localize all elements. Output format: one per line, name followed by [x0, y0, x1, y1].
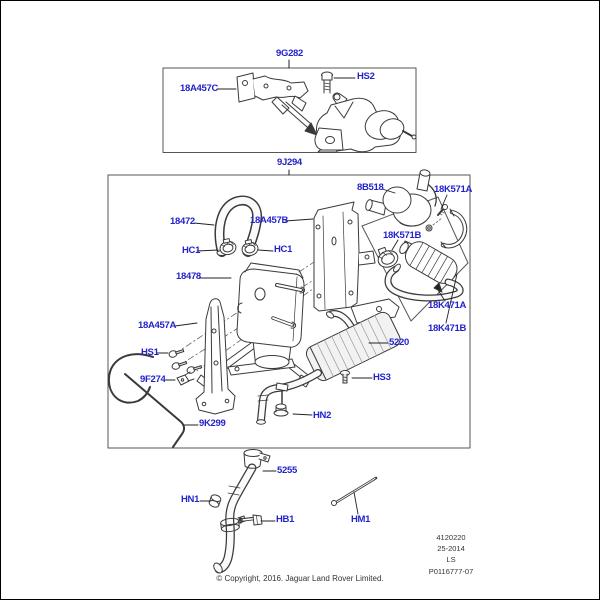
part-label-hs1[interactable]: HS1: [141, 347, 159, 358]
bolt-hs2-art: [321, 71, 333, 94]
part-label-hs2[interactable]: HS2: [357, 71, 375, 82]
part-label-5220[interactable]: 5220: [389, 337, 409, 348]
auxiliary-heater-pump-art: [314, 92, 417, 153]
part-label-hn2[interactable]: HN2: [313, 410, 332, 421]
part-label-8b518[interactable]: 8B518: [357, 182, 384, 193]
part-label-18a457a[interactable]: 18A457A: [138, 320, 177, 331]
hose-18k471a-art: [384, 240, 464, 302]
part-label-hc1[interactable]: HC1: [182, 245, 201, 256]
part-label-9k299[interactable]: 9K299: [199, 418, 226, 429]
part-label-hm1[interactable]: HM1: [351, 514, 371, 525]
nut-hn2-art: [273, 403, 289, 417]
clamp-hc1-left-art: [219, 238, 237, 256]
part-label-18a457b[interactable]: 18A457B: [250, 215, 289, 226]
bracket-18a457a-art: [195, 298, 236, 415]
clamp-18k571a-art: [437, 204, 468, 249]
screws-hs1-art: [168, 349, 203, 374]
part-label-hb1[interactable]: HB1: [276, 514, 295, 525]
stud-hm1-art: [331, 476, 378, 506]
main-assembly-box: [107, 169, 471, 449]
leader-lines: [156, 77, 458, 522]
drawing-number: 4120220: [436, 533, 466, 542]
bracket-18a457c-art: [236, 72, 309, 115]
part-label-hn1[interactable]: HN1: [181, 494, 200, 505]
part-label-hc1[interactable]: HC1: [274, 244, 293, 255]
part-label-hs3[interactable]: HS3: [373, 372, 391, 383]
part-label-5255[interactable]: 5255: [277, 465, 297, 476]
muffler-5220-art: [256, 310, 401, 425]
filler-pipe-5255-art: [213, 449, 271, 574]
heater-18478-art: [236, 262, 306, 369]
drawing-date: 25-2014: [437, 544, 465, 554]
part-label-18k471a[interactable]: 18K471A: [428, 300, 467, 311]
drawing-plate-id: P0116777-07: [428, 566, 474, 576]
install-direction-arrow: [281, 101, 318, 136]
part-label-18k571b[interactable]: 18K571B: [383, 230, 422, 241]
part-label-9j294[interactable]: 9J294: [277, 157, 302, 168]
part-label-18472[interactable]: 18472: [170, 216, 195, 227]
part-label-9f274[interactable]: 9F274: [140, 374, 166, 385]
part-label-18k471b[interactable]: 18K471B: [428, 323, 467, 334]
leader-arrowhead: [433, 282, 443, 293]
drawing-info-block: 4120220 25-2014 LS P0116777-07: [401, 532, 501, 577]
pump-8b518-art: [365, 169, 437, 227]
bracket-18a457b-art: [313, 201, 400, 324]
part-label-9g282[interactable]: 9G282: [276, 48, 304, 59]
upper-assembly-box: [162, 59, 417, 153]
part-label-18478[interactable]: 18478: [176, 271, 201, 282]
copyright-notice: © Copyright, 2016. Jaguar Land Rover Lim…: [216, 574, 384, 583]
clamp-18k571b-art: [377, 246, 399, 268]
screw-hs3-art: [340, 370, 350, 384]
clamp-hc1-right-art: [241, 239, 259, 257]
bolt-hb1-art: [238, 514, 263, 526]
clip-9f274-art: [176, 371, 195, 386]
nut-hn1-art: [208, 494, 222, 508]
part-label-18a457c[interactable]: 18A457C: [180, 83, 219, 94]
drawing-code: LS: [446, 555, 456, 565]
wire-9k299-art: [107, 353, 186, 448]
washer-art: [425, 224, 433, 232]
part-label-18k571a[interactable]: 18K571A: [434, 184, 473, 195]
